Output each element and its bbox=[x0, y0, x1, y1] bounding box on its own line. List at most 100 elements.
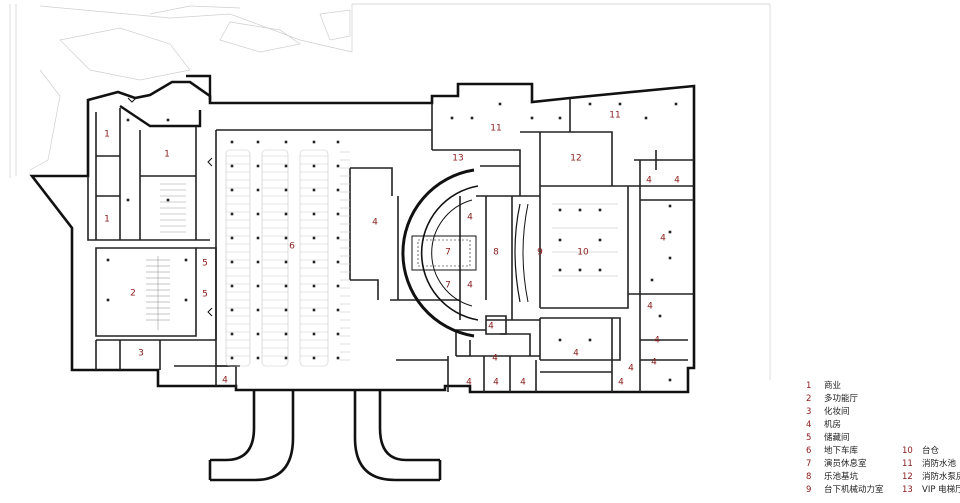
room-label: 4 bbox=[467, 281, 473, 291]
column-marker bbox=[126, 198, 130, 202]
column-marker bbox=[668, 378, 672, 382]
room-label: 4 bbox=[674, 176, 680, 186]
column-marker bbox=[256, 356, 260, 360]
room-label: 12 bbox=[570, 154, 581, 164]
column-marker bbox=[230, 308, 234, 312]
column-marker bbox=[312, 260, 316, 264]
column-marker bbox=[336, 332, 340, 336]
room-label: 4 bbox=[573, 349, 579, 359]
room-label: 4 bbox=[222, 376, 228, 386]
entry-arrows bbox=[127, 97, 213, 317]
column-marker bbox=[256, 188, 260, 192]
column-marker bbox=[668, 204, 672, 208]
column-marker bbox=[336, 140, 340, 144]
room-label: 4 bbox=[520, 378, 526, 388]
column-marker bbox=[284, 284, 288, 288]
room-label: 4 bbox=[628, 364, 634, 374]
column-marker bbox=[598, 268, 602, 272]
column-marker bbox=[230, 236, 234, 240]
column-marker bbox=[674, 102, 678, 106]
column-marker bbox=[284, 356, 288, 360]
column-marker bbox=[558, 268, 562, 272]
column-marker bbox=[284, 260, 288, 264]
column-marker bbox=[558, 238, 562, 242]
room-label: 9 bbox=[537, 248, 543, 258]
room-label: 7 bbox=[445, 281, 451, 291]
column-marker bbox=[284, 332, 288, 336]
column-marker bbox=[230, 284, 234, 288]
column-marker bbox=[184, 298, 188, 302]
column-marker bbox=[256, 236, 260, 240]
column-marker bbox=[618, 102, 622, 106]
room-label: 6 bbox=[289, 242, 295, 252]
ramps bbox=[208, 390, 442, 482]
parking-aisle bbox=[261, 149, 289, 367]
column-marker bbox=[312, 356, 316, 360]
column-marker bbox=[470, 116, 474, 120]
column-marker bbox=[312, 188, 316, 192]
column-marker bbox=[230, 332, 234, 336]
column-marker bbox=[598, 208, 602, 212]
column-marker bbox=[558, 116, 562, 120]
column-marker bbox=[106, 258, 110, 262]
site-context bbox=[9, 3, 771, 380]
room-label: 1 bbox=[104, 215, 110, 225]
room-label: 1 bbox=[104, 130, 110, 140]
column-marker bbox=[312, 308, 316, 312]
outer-walls bbox=[29, 80, 696, 394]
column-marker bbox=[284, 308, 288, 312]
legend-item: 12消防水泵房 bbox=[902, 472, 960, 482]
room-label: 5 bbox=[202, 259, 208, 269]
room-label: 4 bbox=[646, 176, 652, 186]
column-marker bbox=[530, 116, 534, 120]
room-label: 8 bbox=[493, 248, 499, 258]
column-marker bbox=[312, 140, 316, 144]
column-marker bbox=[312, 284, 316, 288]
room-label: 1 bbox=[164, 150, 170, 160]
column-marker bbox=[284, 212, 288, 216]
auditorium-curves bbox=[401, 168, 529, 338]
room-label: 2 bbox=[130, 289, 136, 299]
column-marker bbox=[230, 164, 234, 168]
interior-walls bbox=[87, 98, 694, 392]
room-label: 13 bbox=[452, 154, 463, 164]
room-label: 4 bbox=[618, 378, 624, 388]
column-marker bbox=[598, 238, 602, 242]
column-marker bbox=[106, 298, 110, 302]
column-marker bbox=[256, 332, 260, 336]
room-label: 11 bbox=[490, 124, 501, 134]
column-marker bbox=[658, 314, 662, 318]
parking-aisle bbox=[299, 149, 329, 367]
column-marker bbox=[588, 102, 592, 106]
column-marker bbox=[230, 212, 234, 216]
column-marker bbox=[230, 260, 234, 264]
room-label: 5 bbox=[202, 290, 208, 300]
column-marker bbox=[668, 230, 672, 234]
column-marker bbox=[256, 260, 260, 264]
column-marker bbox=[336, 260, 340, 264]
column-marker bbox=[668, 256, 672, 260]
column-marker bbox=[558, 338, 562, 342]
room-label: 4 bbox=[466, 378, 472, 388]
column-marker bbox=[312, 164, 316, 168]
room-label: 4 bbox=[488, 322, 494, 332]
column-marker bbox=[312, 212, 316, 216]
column-marker bbox=[230, 140, 234, 144]
column-marker bbox=[184, 258, 188, 262]
column-marker bbox=[284, 188, 288, 192]
room-label: 4 bbox=[372, 218, 378, 228]
room-label: 4 bbox=[654, 336, 660, 346]
column-marker bbox=[284, 140, 288, 144]
room-label: 4 bbox=[647, 302, 653, 312]
column-marker bbox=[336, 164, 340, 168]
room-label: 4 bbox=[660, 234, 666, 244]
